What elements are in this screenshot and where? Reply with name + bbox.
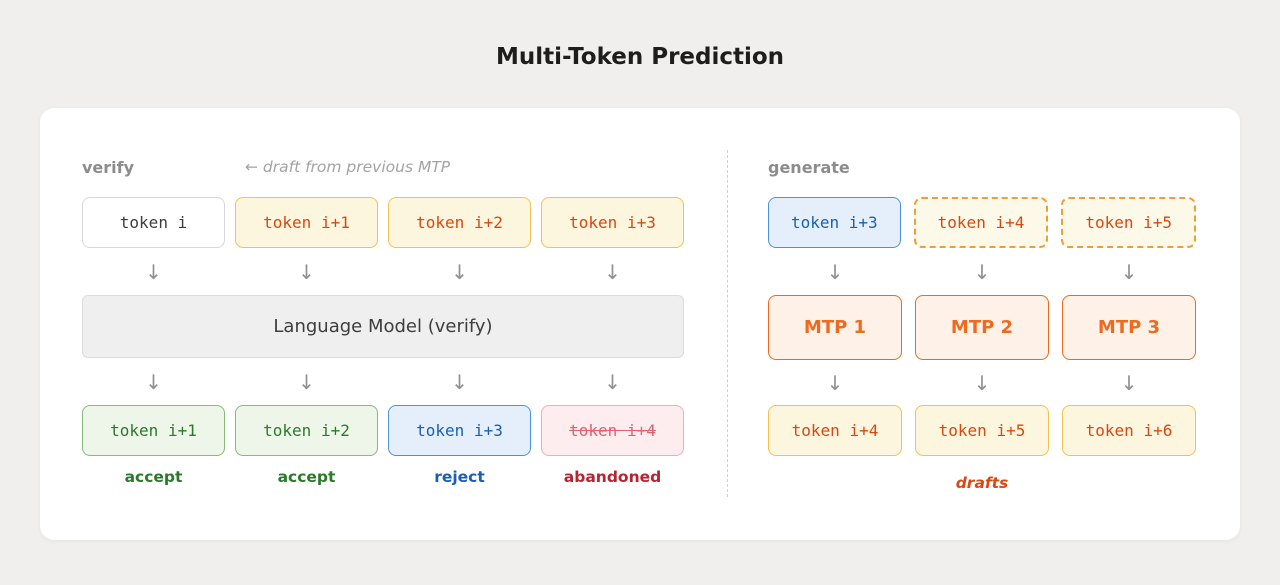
token-box-i4-dashed-draft: token i+4 bbox=[913, 197, 1049, 248]
verify-input-token-row: token i token i+1 token i+2 token i+3 bbox=[82, 197, 684, 248]
down-arrow-icon bbox=[82, 362, 225, 402]
mtp-2-box: MTP 2 bbox=[915, 295, 1049, 360]
down-arrow-icon bbox=[235, 362, 378, 402]
generate-heading: generate bbox=[768, 158, 850, 177]
token-box-i6-new-draft: token i+6 bbox=[1062, 405, 1196, 456]
token-box-i3-draft: token i+3 bbox=[541, 197, 684, 248]
drafts-caption: drafts bbox=[955, 474, 1009, 492]
verify-arrows-bottom bbox=[82, 362, 684, 402]
generate-output-token-row: token i+4 token i+5 token i+6 bbox=[768, 405, 1196, 456]
down-arrow-icon bbox=[541, 362, 684, 402]
down-arrow-icon bbox=[235, 252, 378, 292]
verdict-label-reject: reject bbox=[434, 468, 485, 486]
generate-panel: generate token i+3 token i+4 token i+5 M… bbox=[768, 108, 1197, 540]
generate-arrows-bottom bbox=[768, 364, 1196, 402]
verdict-label-accept: accept bbox=[124, 468, 183, 486]
down-arrow-icon bbox=[82, 252, 225, 292]
token-box-i2-draft: token i+2 bbox=[388, 197, 531, 248]
down-arrow-icon bbox=[915, 252, 1049, 292]
diagram-card: verify ← draft from previous MTP token i… bbox=[40, 108, 1240, 540]
verify-verdict-row: accept accept reject abandoned bbox=[82, 468, 684, 490]
token-box-i3-rejected: token i+3 bbox=[388, 405, 531, 456]
token-box-i5-new-draft: token i+5 bbox=[915, 405, 1049, 456]
token-box-i5-dashed-draft: token i+5 bbox=[1061, 197, 1197, 248]
verify-arrows-top bbox=[82, 252, 684, 292]
verify-output-token-row: token i+1 token i+2 token i+3 token i+4 bbox=[82, 405, 684, 456]
draft-source-annotation: ← draft from previous MTP bbox=[245, 158, 451, 176]
token-box-i2-accepted: token i+2 bbox=[235, 405, 378, 456]
verify-panel: verify ← draft from previous MTP token i… bbox=[82, 108, 684, 540]
token-box-i4-abandoned: token i+4 bbox=[541, 405, 684, 456]
token-box-i: token i bbox=[82, 197, 225, 248]
mtp-module-row: MTP 1 MTP 2 MTP 3 bbox=[768, 295, 1196, 360]
verdict-label-accept: accept bbox=[277, 468, 336, 486]
mtp-1-box: MTP 1 bbox=[768, 295, 902, 360]
down-arrow-icon bbox=[388, 362, 531, 402]
token-box-i3-context: token i+3 bbox=[768, 197, 901, 248]
down-arrow-icon bbox=[541, 252, 684, 292]
page-title: Multi-Token Prediction bbox=[495, 44, 785, 70]
generate-arrows-top bbox=[768, 252, 1196, 292]
down-arrow-icon bbox=[915, 364, 1049, 402]
token-box-i1-draft: token i+1 bbox=[235, 197, 378, 248]
down-arrow-icon bbox=[1062, 252, 1196, 292]
token-box-i1-accepted: token i+1 bbox=[82, 405, 225, 456]
down-arrow-icon bbox=[1062, 364, 1196, 402]
down-arrow-icon bbox=[768, 252, 902, 292]
panel-divider bbox=[727, 150, 728, 497]
down-arrow-icon bbox=[768, 364, 902, 402]
language-model-box: Language Model (verify) bbox=[82, 295, 684, 358]
verify-heading: verify bbox=[82, 158, 135, 177]
down-arrow-icon bbox=[388, 252, 531, 292]
mtp-3-box: MTP 3 bbox=[1062, 295, 1196, 360]
verdict-label-abandoned: abandoned bbox=[563, 468, 662, 486]
generate-input-token-row: token i+3 token i+4 token i+5 bbox=[768, 197, 1197, 248]
token-box-i4-new-draft: token i+4 bbox=[768, 405, 902, 456]
